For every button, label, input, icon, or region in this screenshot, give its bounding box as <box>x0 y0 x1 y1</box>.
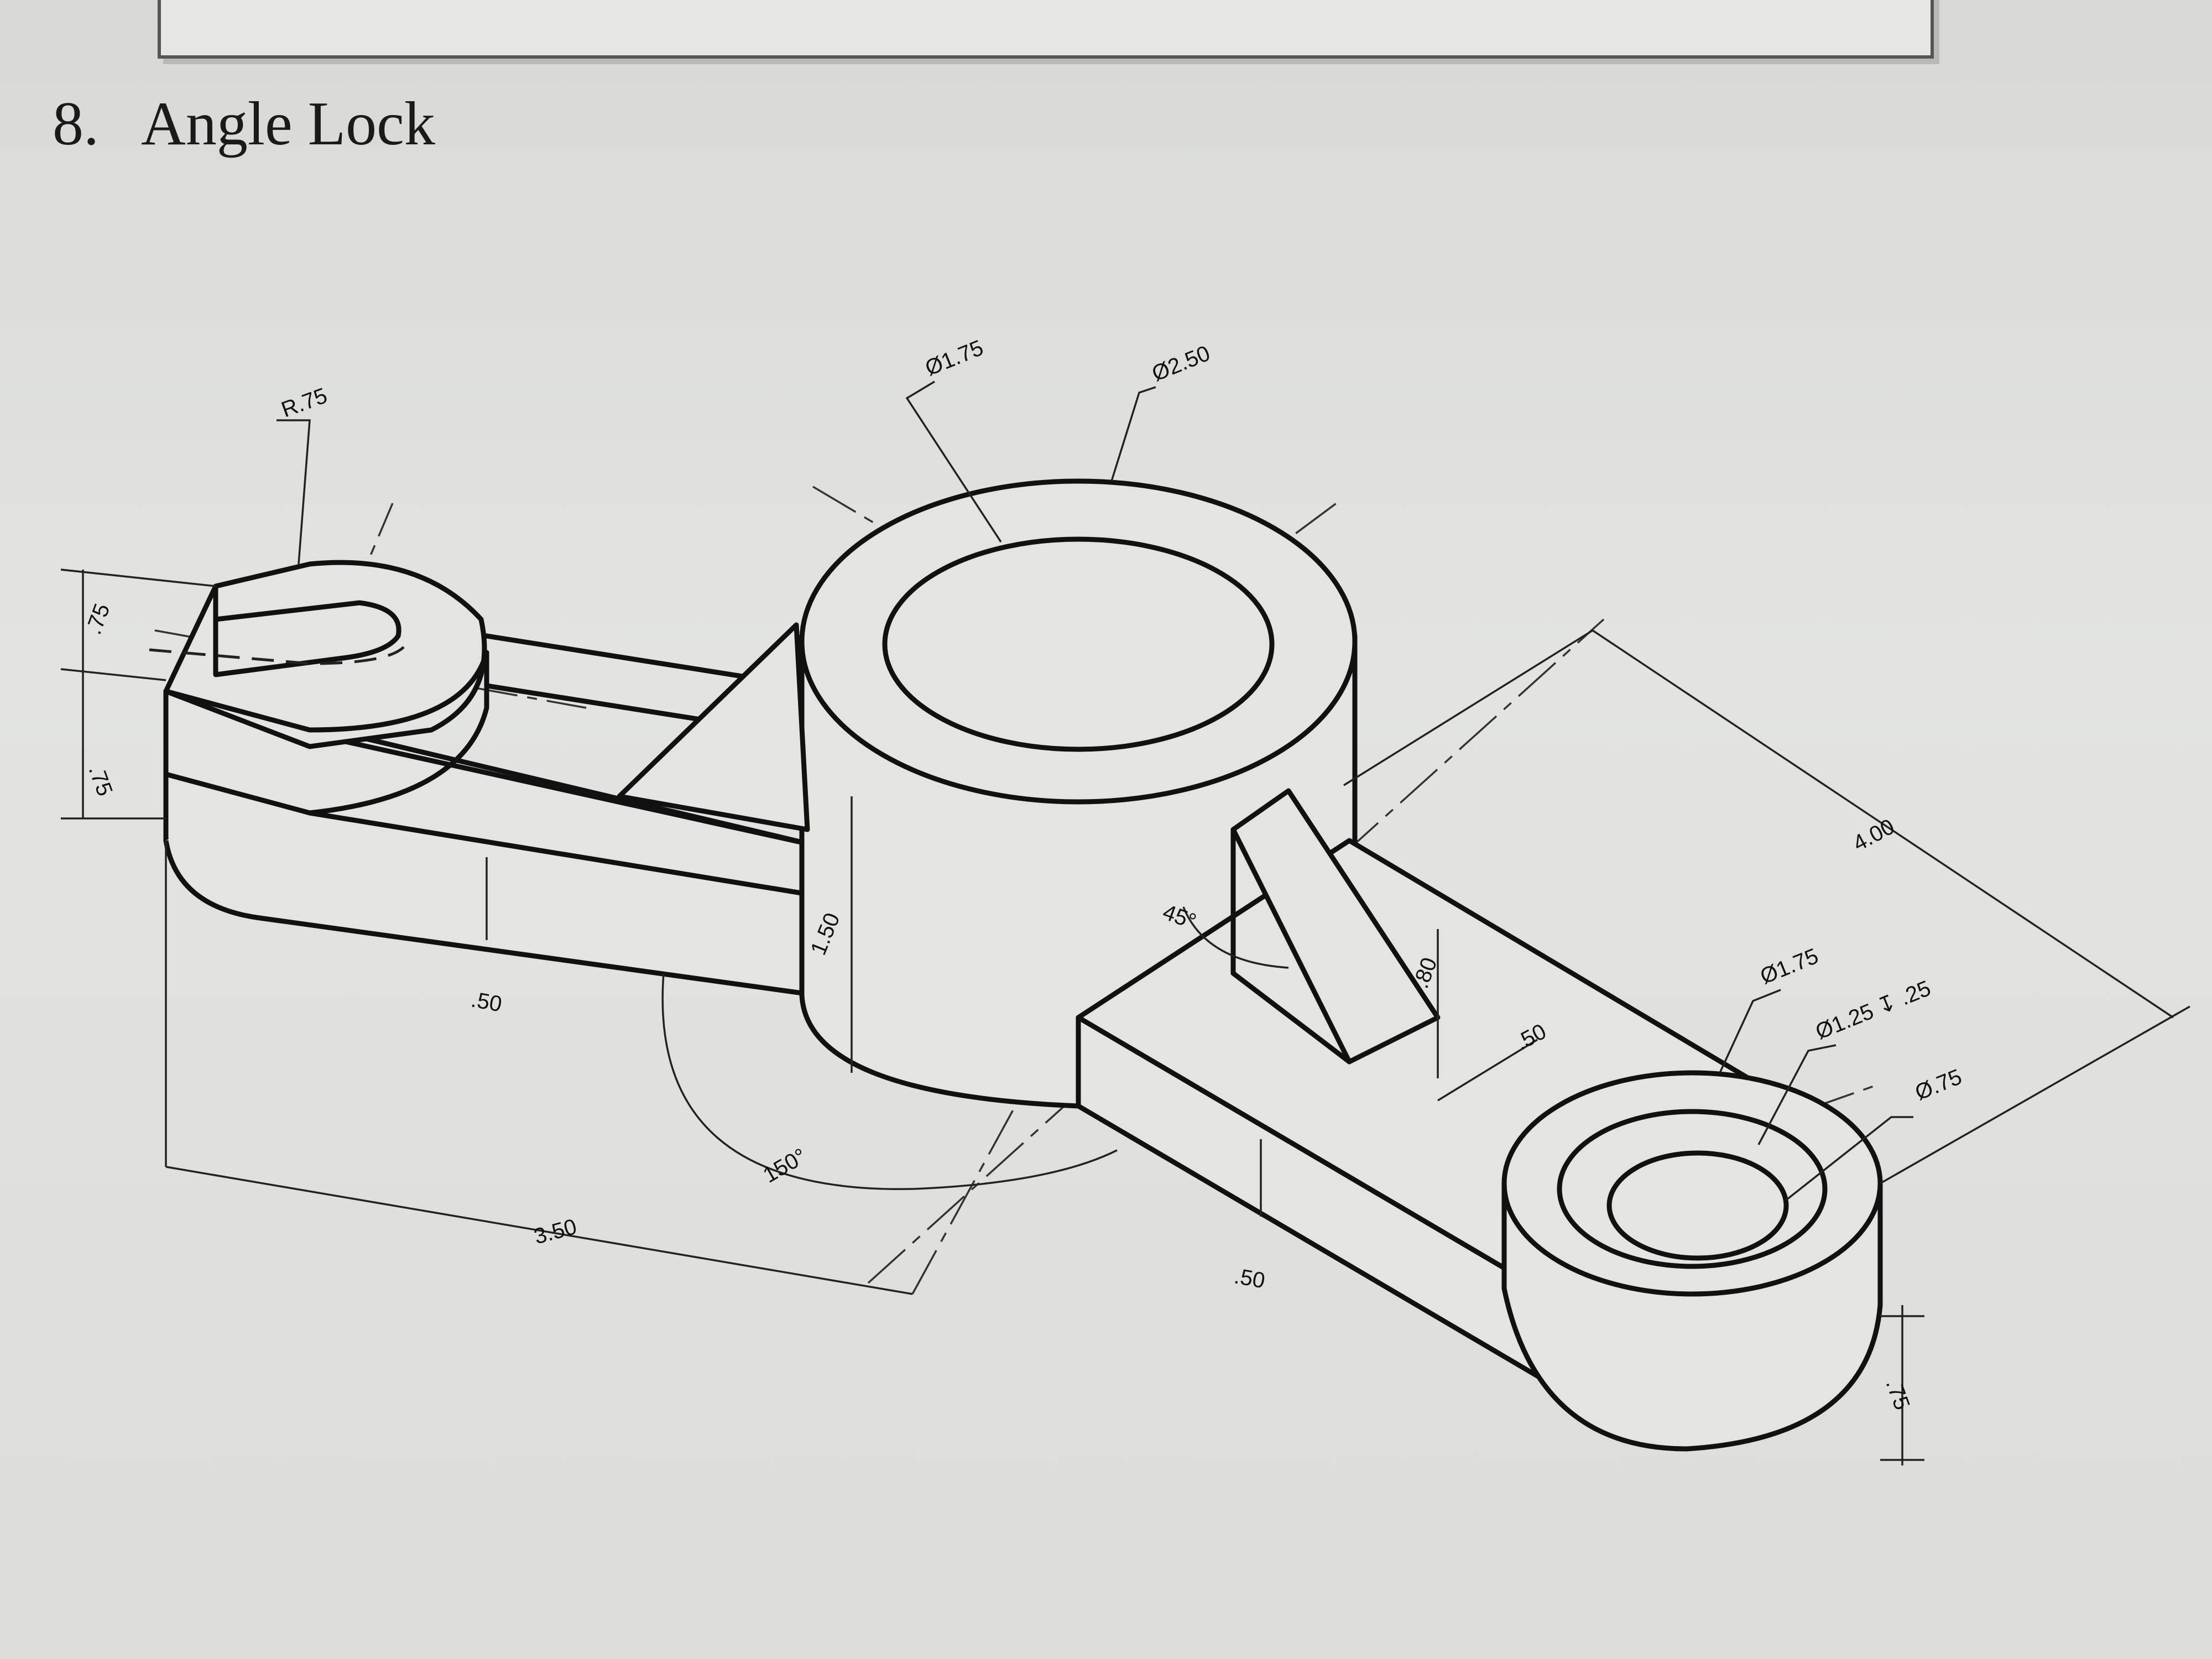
left-arm <box>149 560 821 998</box>
exercise-title: Angle Lock <box>141 90 435 158</box>
dim-slot-height-lower: .75 <box>84 762 117 799</box>
exercise-heading: 8. Angle Lock <box>53 88 435 160</box>
dim-arm-angle: 150° <box>759 1144 811 1187</box>
dim-left-arm-thickness: .50 <box>469 988 503 1017</box>
hub-hole <box>1606 1150 1789 1261</box>
dim-boss-inner-diameter: Ø1.75 <box>922 336 987 381</box>
dim-counterbore-depth: Ø1.25 ↧ .25 <box>1812 976 1934 1044</box>
right-hub <box>1501 1070 1883 1452</box>
dim-slot-height-upper: .75 <box>81 601 114 638</box>
dim-boss-outer-diameter: Ø2.50 <box>1149 341 1214 387</box>
hub-counterbore <box>1557 1109 1828 1269</box>
boss-top-face <box>799 478 1358 805</box>
dim-counterbore-diameter: Ø1.75 <box>1757 944 1822 989</box>
previous-problem-frame <box>158 0 1934 59</box>
dim-r-slot: R.75 <box>278 383 330 422</box>
dim-right-length: 4.00 <box>1849 815 1898 856</box>
dim-hole-diameter: Ø.75 <box>1912 1065 1965 1105</box>
exercise-number: 8. <box>53 90 99 158</box>
boss-bore <box>882 536 1275 752</box>
dimension-lines <box>60 380 2190 1465</box>
dim-left-length: 3.50 <box>531 1214 580 1249</box>
dim-right-arm-thickness: .50 <box>1232 1264 1266 1293</box>
left-rib <box>617 622 810 832</box>
dim-right-hub-height: .75 <box>1881 1376 1914 1413</box>
